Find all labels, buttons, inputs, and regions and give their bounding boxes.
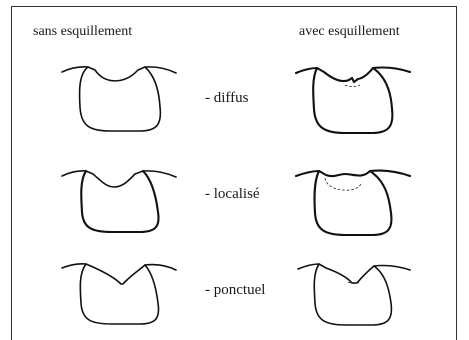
shape-diffus-with [296, 68, 410, 134]
shape-ponctuel-with [298, 264, 410, 325]
shape-diffus-without [62, 67, 176, 131]
shape-ponctuel-without [62, 264, 176, 324]
shape-localise-without [62, 171, 176, 232]
shape-localise-with [296, 171, 410, 235]
